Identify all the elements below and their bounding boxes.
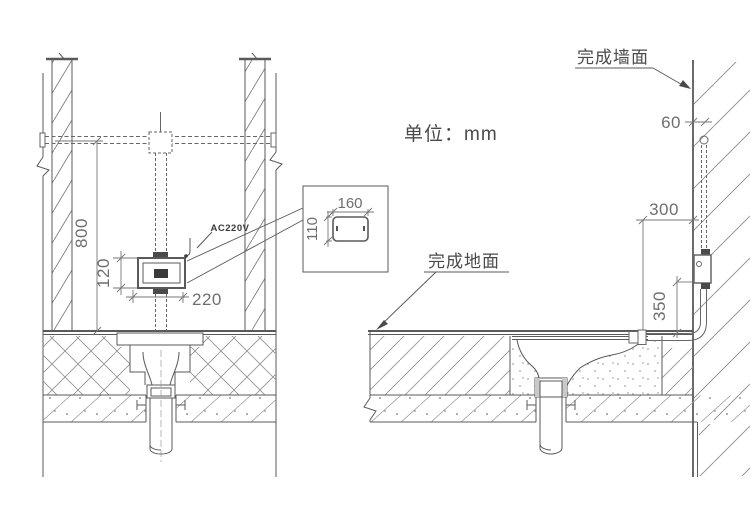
- dim-220-label: 220: [192, 290, 222, 309]
- detail-faceplate: [332, 216, 369, 242]
- side-wall-leader: [575, 67, 691, 89]
- front-sensor-box: [137, 257, 186, 289]
- unit-note: 单位：mm: [404, 123, 498, 145]
- side-floor-leader: [376, 271, 509, 330]
- dim-120-label: 120: [94, 258, 113, 288]
- front-dim-120: [113, 251, 137, 295]
- side-dim-60: [685, 117, 712, 127]
- front-drain-funnel: [116, 332, 204, 462]
- front-dim-800: [55, 136, 103, 336]
- dim-160-label: 160: [337, 195, 362, 212]
- front-floor-section: [43, 330, 276, 423]
- dim-300-label: 300: [649, 200, 679, 219]
- front-view: [36, 52, 304, 477]
- side-dim-300: [636, 215, 699, 330]
- finished-floor-label: 完成地面: [428, 252, 500, 271]
- front-left-wall-column: [46, 52, 78, 331]
- detail-dim-160: [327, 207, 374, 217]
- detail-dim-110: [323, 211, 333, 247]
- dim-800-label: 800: [72, 218, 91, 248]
- side-squat-pan: [511, 336, 662, 455]
- dim-350-label: 350: [650, 291, 669, 321]
- front-right-wall-column: [239, 52, 271, 331]
- detail-callout: [302, 185, 389, 273]
- dim-110-label: 110: [304, 217, 321, 241]
- finished-wall-label: 完成墙面: [577, 48, 649, 67]
- side-supply-pipe: [628, 135, 712, 345]
- dim-60-label: 60: [661, 113, 681, 132]
- side-dim-350: [672, 276, 692, 338]
- front-outer-wall-lines: [36, 73, 283, 477]
- front-dim-220: [126, 290, 189, 303]
- power-label: AC220V: [211, 223, 250, 234]
- front-power-wire: [184, 231, 213, 258]
- front-detail-leaders: [186, 207, 304, 284]
- front-supply-pipe: [39, 112, 277, 331]
- side-flush-valve-box: [693, 254, 712, 284]
- side-view: [363, 60, 750, 477]
- side-floor-section: [363, 330, 750, 423]
